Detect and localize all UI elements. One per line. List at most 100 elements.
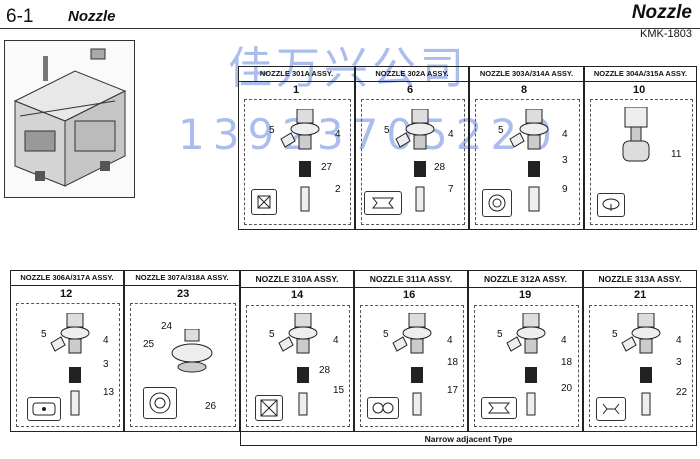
nozzle-tip-bracket-icon (596, 397, 626, 421)
callout-b: 4 (333, 335, 339, 346)
callout-a: 5 (384, 125, 390, 136)
nozzle-cell-303a: NOZZLE 303A/314A ASSY. 8 5 4 3 9 (469, 66, 584, 230)
callout-b: 4 (103, 335, 109, 346)
callout-b: 4 (561, 335, 567, 346)
callout-c: 3 (562, 155, 568, 166)
callout-top: 8 (521, 84, 528, 96)
nozzle-cell-302a: NOZZLE 302A ASSY. 6 5 4 28 7 (355, 66, 469, 230)
diagram-area (590, 99, 693, 225)
callout-b: 4 (447, 335, 453, 346)
nozzle-assembly-icon (509, 109, 549, 212)
callout-d: 9 (562, 184, 568, 195)
nozzle-tip-circle-icon (482, 189, 512, 217)
callout-b: 25 (143, 339, 155, 350)
callout-a: 5 (383, 329, 389, 340)
callout-b: 4 (676, 335, 682, 346)
callout-b: 4 (448, 129, 454, 140)
mounter-machine-icon (13, 48, 127, 187)
callout-c: 18 (447, 357, 459, 368)
diagram-area (361, 99, 465, 225)
nozzle-tip-square-icon (251, 189, 277, 215)
nozzle-tip-slot-icon (27, 397, 61, 421)
callout-c: 27 (321, 162, 333, 173)
nozzle-assembly-icon (621, 313, 661, 416)
diagram-area (244, 99, 351, 225)
section-name: Nozzle (68, 8, 116, 25)
narrow-adjacent-label: Narrow adjacent Type (240, 432, 697, 446)
nozzle-cell-313a: NOZZLE 313A ASSY. 21 5 4 3 22 (583, 270, 697, 432)
cell-title: NOZZLE 306A/317A ASSY. (11, 271, 123, 286)
callout-top: 19 (519, 289, 532, 301)
nozzle-cell-301a: NOZZLE 301A ASSY. 1 5 4 27 2 (238, 66, 355, 230)
cell-title: NOZZLE 313A ASSY. (584, 271, 696, 288)
callout-top: 12 (60, 288, 73, 300)
callout-a: 5 (498, 125, 504, 136)
header-divider (0, 28, 700, 29)
nozzle-tip-oblong-icon (364, 191, 402, 215)
callout-top: 21 (634, 289, 647, 301)
callout-a: 11 (671, 149, 682, 160)
machine-code: KMK-1803 (640, 28, 692, 40)
nozzle-tip-square-icon (255, 395, 283, 421)
diagram-area (130, 303, 236, 427)
cell-title: NOZZLE 303A/314A ASSY. (470, 67, 583, 82)
callout-a: 5 (41, 329, 47, 340)
nozzle-tip-double-hole-icon (367, 397, 399, 419)
diagram-area (475, 99, 580, 225)
nozzle-assembly-icon (50, 313, 90, 416)
watermark-company: 佳万兴公司 (228, 43, 468, 94)
cell-title: NOZZLE 302A ASSY. (356, 67, 468, 82)
callout-d: 7 (448, 184, 454, 195)
nozzle-cell-311a: NOZZLE 311A ASSY. 16 5 4 18 17 (354, 270, 468, 432)
nozzle-assembly-icon (392, 313, 432, 416)
cell-title: NOZZLE 307A/318A ASSY. (125, 271, 239, 286)
callout-d: 13 (103, 387, 115, 398)
nozzle-cell-307a: NOZZLE 307A/318A ASSY. 23 24 25 26 (124, 270, 240, 432)
callout-b: 4 (562, 129, 568, 140)
callout-c: 3 (676, 357, 682, 368)
callout-top: 14 (291, 289, 304, 301)
callout-top: 16 (403, 289, 416, 301)
callout-c: 28 (319, 365, 331, 376)
cell-title: NOZZLE 301A ASSY. (239, 67, 354, 82)
nozzle-tip-ring-icon (143, 387, 177, 419)
nozzle-tip-oblong-icon (481, 397, 517, 419)
callout-top: 23 (177, 288, 190, 300)
section-number: 6-1 (6, 6, 34, 27)
callout-top: 1 (293, 84, 300, 96)
callout-b: 4 (335, 129, 341, 140)
callout-c: 3 (103, 359, 109, 370)
nozzle-cell-304a: NOZZLE 304A/315A ASSY. 10 11 (584, 66, 697, 230)
nozzle-cell-312a: NOZZLE 312A ASSY. 19 5 4 18 20 (468, 270, 583, 432)
nozzle-assembly-icon (395, 109, 435, 212)
nozzle-cell-310a: NOZZLE 310A ASSY. 14 5 4 28 15 (240, 270, 354, 432)
callout-d: 17 (447, 385, 459, 396)
nozzle-assembly-icon (506, 313, 546, 416)
large-nozzle-icon (622, 107, 650, 162)
callout-a: 5 (269, 125, 275, 136)
diagram-area (360, 305, 464, 427)
diagram-area (246, 305, 350, 427)
callout-a: 24 (161, 321, 173, 332)
callout-d: 2 (335, 184, 341, 195)
cell-title: NOZZLE 310A ASSY. (241, 271, 353, 288)
diagram-area (474, 305, 579, 427)
callout-c: 26 (205, 401, 217, 412)
page-title: Nozzle (631, 2, 692, 23)
nozzle-cell-306a: NOZZLE 306A/317A ASSY. 12 5 4 3 13 (10, 270, 124, 432)
callout-a: 5 (497, 329, 503, 340)
diagram-area (16, 303, 120, 427)
cell-title: NOZZLE 312A ASSY. (469, 271, 582, 288)
callout-d: 20 (561, 383, 573, 394)
nozzle-tip-cap-icon (597, 193, 625, 217)
callout-a: 5 (612, 329, 618, 340)
watermark-phone: 13923705220 (178, 110, 560, 159)
callout-top: 10 (633, 84, 646, 96)
cell-title: NOZZLE 311A ASSY. (355, 271, 467, 288)
large-nozzle-icon (171, 329, 213, 373)
callout-a: 5 (269, 329, 275, 340)
diagram-area (589, 305, 693, 427)
machine-illustration (4, 40, 135, 198)
callout-c: 18 (561, 357, 573, 368)
callout-d: 15 (333, 385, 345, 396)
